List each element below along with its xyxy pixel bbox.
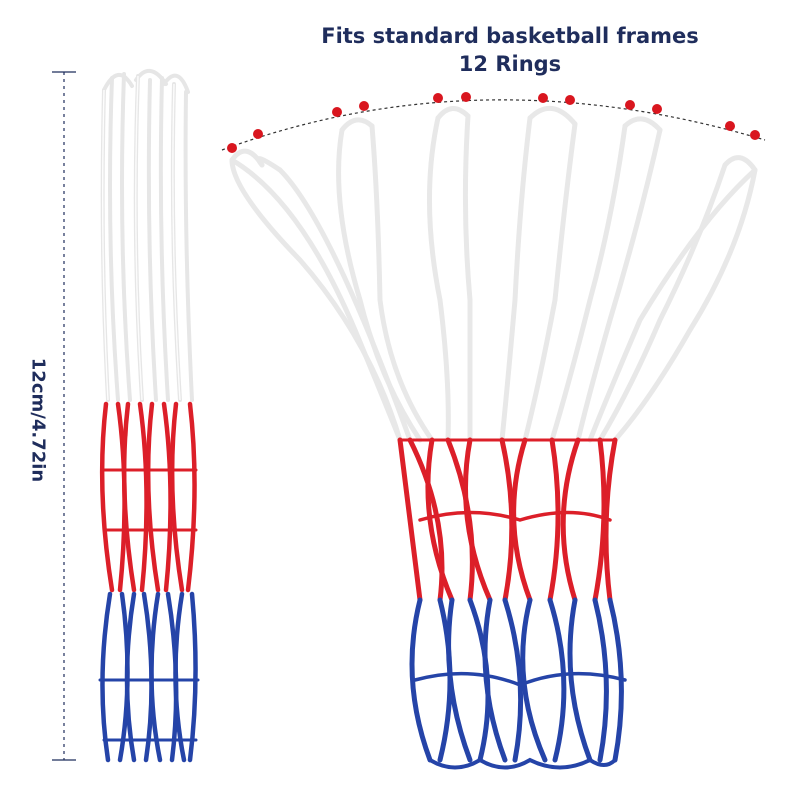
- spread-net: [229, 106, 758, 770]
- spread-net-white-section: [229, 106, 758, 443]
- headline: Fits standard basketball frames 12 Rings: [260, 22, 760, 78]
- headline-rings-text: 12 Rings: [458, 52, 562, 76]
- folded-net: [98, 69, 200, 763]
- headline-fit-text: Fits standard basketball frames: [321, 24, 699, 48]
- spread-net-red-section: [397, 437, 618, 603]
- folded-net-white-section: [100, 69, 194, 402]
- spread-net-blue-section: [409, 597, 627, 770]
- folded-net-red-section: [99, 401, 198, 593]
- dimension-line: [52, 71, 76, 761]
- folded-net-blue-section: [98, 591, 200, 763]
- ring-arc: [221, 92, 766, 153]
